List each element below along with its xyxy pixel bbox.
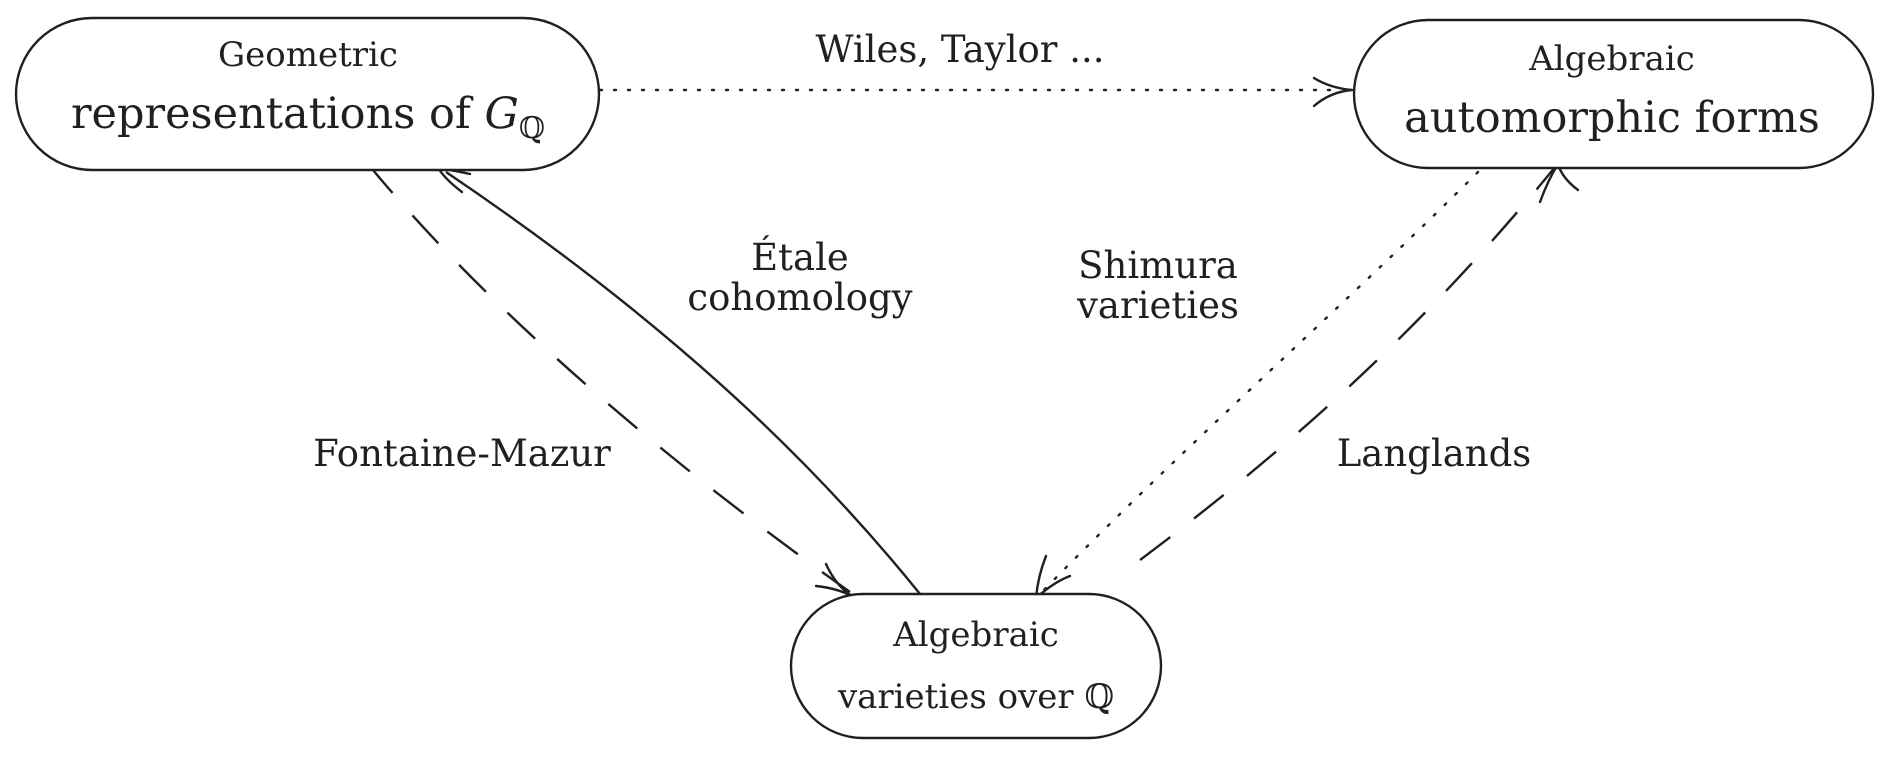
node-galois-line1: Geometric	[218, 35, 398, 75]
node-galois-line2-prefix: representations of	[71, 89, 484, 139]
edge-langlands-line	[1139, 165, 1557, 561]
edge-label-etale-line1: Étale	[751, 235, 849, 279]
node-galois-box	[14, 16, 601, 172]
node-varieties-box	[789, 592, 1163, 740]
edge-langlands-arrowhead	[1538, 162, 1580, 204]
node-galois-line2-subscript: ℚ	[519, 111, 545, 146]
node-varieties-line2: varieties over ℚ	[837, 677, 1114, 717]
edge-wiles-taylor-arrowhead	[1312, 76, 1354, 108]
edge-langlands	[1139, 162, 1580, 561]
edge-label-fontaine-mazur: Fontaine-Mazur	[313, 432, 611, 475]
node-automorphic-forms: Algebraic automorphic forms	[1352, 18, 1875, 170]
node-automorphic-box	[1352, 18, 1875, 170]
edge-label-shimura-line2: varieties	[1076, 284, 1239, 327]
edge-fontaine-mazur	[367, 163, 854, 598]
node-automorphic-line2: automorphic forms	[1404, 93, 1820, 143]
edge-wiles-taylor	[598, 76, 1354, 108]
edge-shimura-arrowhead	[1034, 554, 1072, 600]
edge-fontaine-mazur-line	[367, 163, 851, 593]
node-algebraic-varieties: Algebraic varieties over ℚ	[789, 592, 1163, 740]
edge-fontaine-mazur-arrowhead	[814, 562, 854, 598]
node-galois-line2: representations of Gℚ	[71, 89, 545, 146]
edge-shimura-line	[1038, 170, 1480, 596]
edge-etale-line	[445, 171, 921, 595]
edge-etale-arrowhead	[436, 166, 472, 194]
node-galois-representations: Geometric representations of Gℚ	[14, 16, 601, 172]
edge-etale-cohomology	[436, 166, 921, 595]
node-galois-line2-symbol: G	[484, 89, 518, 139]
node-varieties-line1: Algebraic	[892, 615, 1059, 655]
node-automorphic-line1: Algebraic	[1528, 39, 1695, 79]
edge-label-etale-line2: cohomology	[687, 276, 912, 319]
edge-label-wiles-taylor: Wiles, Taylor ...	[815, 28, 1104, 71]
edge-label-langlands: Langlands	[1337, 432, 1532, 475]
edge-label-shimura-line1: Shimura	[1078, 244, 1238, 287]
edge-shimura-varieties	[1034, 170, 1480, 600]
